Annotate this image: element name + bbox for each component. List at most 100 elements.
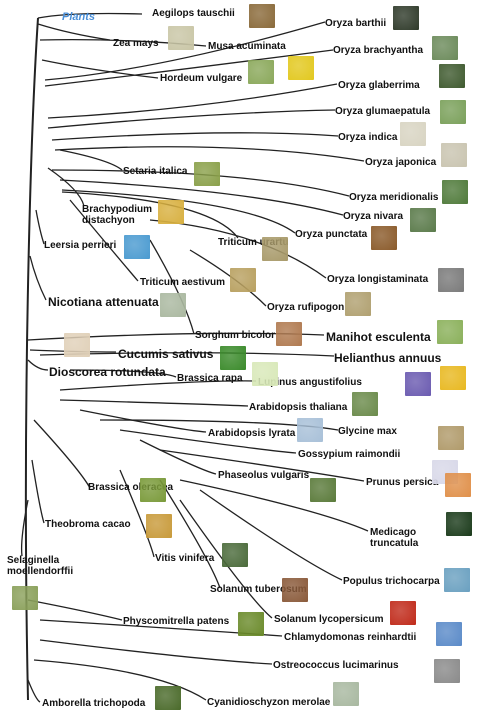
species-label-musa: Musa acuminata [208, 41, 286, 52]
species-label-nicotiana: Nicotiana attenuata [48, 295, 159, 309]
species-label-brachyantha: Oryza brachyantha [333, 45, 424, 56]
species-label-tuberosum: Solanum tuberosum [210, 584, 307, 595]
species-image-amborella [155, 686, 181, 710]
species-image-sorghum [276, 322, 302, 346]
tree-branch [33, 659, 207, 701]
species-label-chlamydomonas: Chlamydomonas reinhardtii [284, 632, 417, 643]
species-image-musa [288, 56, 314, 80]
tree-branch [79, 409, 207, 433]
species-image-nicotiana [160, 293, 186, 317]
tree-branch [27, 599, 123, 621]
species-image-chlamydomonas [436, 622, 462, 646]
species-image-rufipogon [345, 292, 371, 316]
species-label-cucumis: Cucumis sativus [118, 347, 214, 361]
species-label-lyrata: Arabidopsis lyrata [208, 428, 296, 439]
figure-title: Plants [62, 11, 96, 23]
species-image-brachypodium [158, 200, 184, 224]
tree-branch [29, 255, 47, 301]
tree-branch [35, 209, 45, 245]
species-image-aestivum [230, 268, 256, 292]
species-label-phaseolus: Phaseolus vulgaris [218, 470, 310, 481]
tree-branch [47, 167, 85, 207]
species-image-cyanidio [333, 682, 359, 706]
tree-branch [61, 189, 296, 234]
species-label-rufipogon: Oryza rufipogon [267, 302, 345, 313]
tree-branch [159, 449, 365, 482]
species-image-physcomitrella [238, 612, 264, 636]
species-image-ostreococcus [434, 659, 460, 683]
tree-branch [27, 679, 41, 703]
species-image-longistaminata [438, 268, 464, 292]
species-image-lyrata [297, 418, 323, 442]
species-image-setaria [194, 162, 220, 186]
species-label-prunus: Prunus persica [366, 477, 439, 488]
species-image-dioscorea [64, 333, 90, 357]
tree-branch [24, 17, 39, 701]
species-label-aegilops: Aegilops tauschii [152, 8, 235, 19]
tree-branch [59, 399, 249, 407]
species-label-gossypium: Gossypium raimondii [298, 449, 401, 460]
species-label-aestivum: Triticum aestivum [140, 277, 226, 288]
species-label-populus: Populus trichocarpa [343, 576, 440, 587]
species-image-barthii [393, 6, 419, 30]
species-image-aegilops [249, 4, 275, 28]
species-label-setaria: Setaria italica [123, 166, 188, 177]
species-label-zea: Zea mays [113, 38, 159, 49]
species-image-phaseolus [310, 478, 336, 502]
species-image-punctata [371, 226, 397, 250]
tree-branch [20, 499, 29, 557]
species-label-sorghum: Sorghum bicolor [195, 330, 275, 341]
tree-branch [139, 439, 217, 475]
species-label-leersia: Leersia perrieri [44, 240, 117, 251]
species-label-brassicarapa: Brassica rapa [177, 373, 243, 384]
tree-branch [59, 380, 257, 391]
species-image-vitis [222, 543, 248, 567]
tree-branch [54, 146, 365, 162]
tree-branch [33, 419, 91, 489]
species-label-indica: Oryza indica [338, 132, 398, 143]
species-label-barthii: Oryza barthii [325, 18, 387, 29]
tree-branch [51, 169, 350, 197]
species-label-brachypodium: Brachypodium distachyon [82, 204, 153, 226]
species-label-glycine: Glycine max [338, 426, 397, 437]
species-image-zea [168, 26, 194, 50]
tree-branch [27, 359, 49, 371]
species-label-nivara: Oryza nivara [343, 211, 404, 222]
species-label-thaliana: Arabidopsis thaliana [249, 402, 348, 413]
tree-branch [41, 59, 159, 79]
species-image-medicago [446, 512, 472, 536]
species-label-lupinus: Lupinus angustifolius [258, 377, 362, 388]
species-label-meridionalis: Oryza meridionalis [349, 192, 439, 203]
species-image-nivara [410, 208, 436, 232]
tree-branch [59, 179, 344, 216]
species-label-cyanidio: Cyanidioschyzon merolae [207, 697, 331, 708]
tree-branch [159, 479, 221, 589]
species-label-oleracea: Brassica oleracea [88, 482, 174, 493]
tree-branch [59, 149, 123, 171]
tree-branch [39, 639, 273, 665]
species-label-medicago: Medicago truncatula [370, 527, 419, 549]
species-image-glaberrima [439, 64, 465, 88]
species-image-leersia [124, 235, 150, 259]
species-image-thaliana [352, 392, 378, 416]
species-image-prunus [445, 473, 471, 497]
species-image-oleracea [140, 478, 166, 502]
species-image-helianthus [440, 366, 466, 390]
species-image-cucumis [220, 346, 246, 370]
species-label-selaginella: Selaginella moellendorffii [7, 555, 74, 577]
species-image-brassicarapa [252, 362, 278, 386]
tree-branch [199, 489, 343, 581]
tree-branch [44, 49, 334, 87]
tree-branch [69, 369, 177, 378]
species-image-japonica [441, 143, 467, 167]
species-label-lycopersicum: Solanum lycopersicum [274, 614, 384, 625]
species-label-vitis: Vitis vinifera [155, 553, 215, 564]
species-image-lupinus [405, 372, 431, 396]
species-image-tuberosum [282, 578, 308, 602]
species-label-physcomitrella: Physcomitrella patens [123, 616, 230, 627]
species-label-amborella: Amborella trichopoda [42, 698, 146, 709]
species-image-lycopersicum [390, 601, 416, 625]
species-image-hordeum [248, 60, 274, 84]
species-label-hordeum: Hordeum vulgare [160, 73, 243, 84]
